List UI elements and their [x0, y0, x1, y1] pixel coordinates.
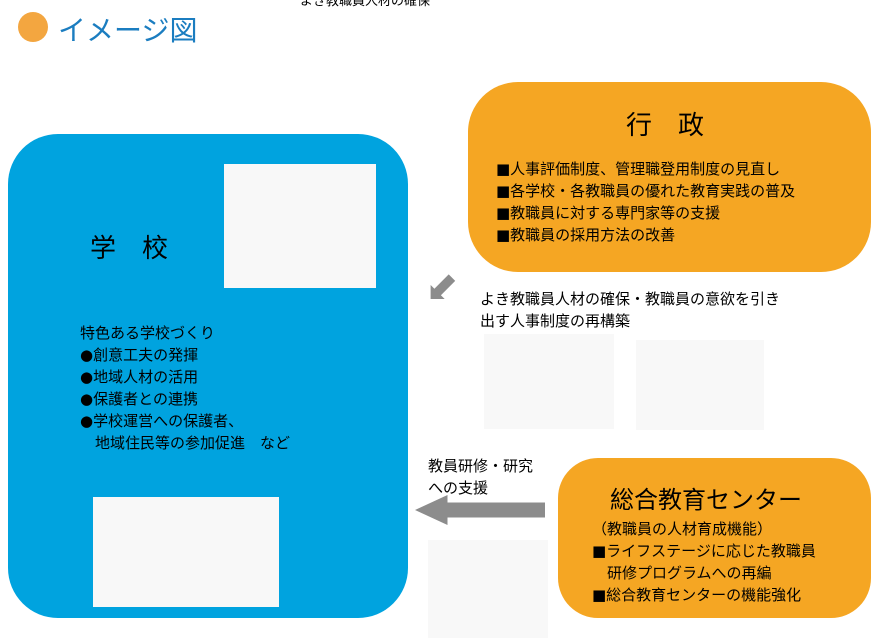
admin-arrow-icon: ⬋	[425, 264, 459, 310]
school-building-illustration	[93, 497, 279, 607]
center-arrow-icon	[415, 495, 545, 525]
mid-caption: よき教職員人材の確保・教職員の意欲を引き出す人事制度の再構築	[480, 290, 781, 330]
discussion-illustration	[428, 540, 548, 638]
page-title: イメージ図	[58, 14, 198, 47]
top-caption: よき教職員人材の確保	[300, 0, 431, 9]
center-name: 総合教育センター	[610, 486, 802, 514]
center-list: （教職員の人材育成機能）■ライフステージに応じた教職員 研修プログラムへの再編■…	[592, 520, 816, 604]
title-bullet-icon	[18, 12, 48, 42]
admin-box	[468, 82, 871, 272]
admin-name: 行 政	[626, 111, 705, 141]
left-caption: 教員研修・研究への支援	[428, 457, 534, 497]
school-name: 学 校	[90, 234, 169, 264]
school-list: 特色ある学校づくり●創意工夫の発揮●地域人材の活用●保護者との連携●学校運営への…	[80, 324, 291, 452]
admin-list: ■人事評価制度、管理職登用制度の見直し■各学校・各教職員の優れた教育実践の普及■…	[496, 160, 796, 244]
meeting-illustration-2	[636, 340, 764, 430]
classroom-illustration	[224, 164, 376, 288]
center-box	[558, 458, 871, 618]
meeting-illustration	[484, 334, 614, 429]
